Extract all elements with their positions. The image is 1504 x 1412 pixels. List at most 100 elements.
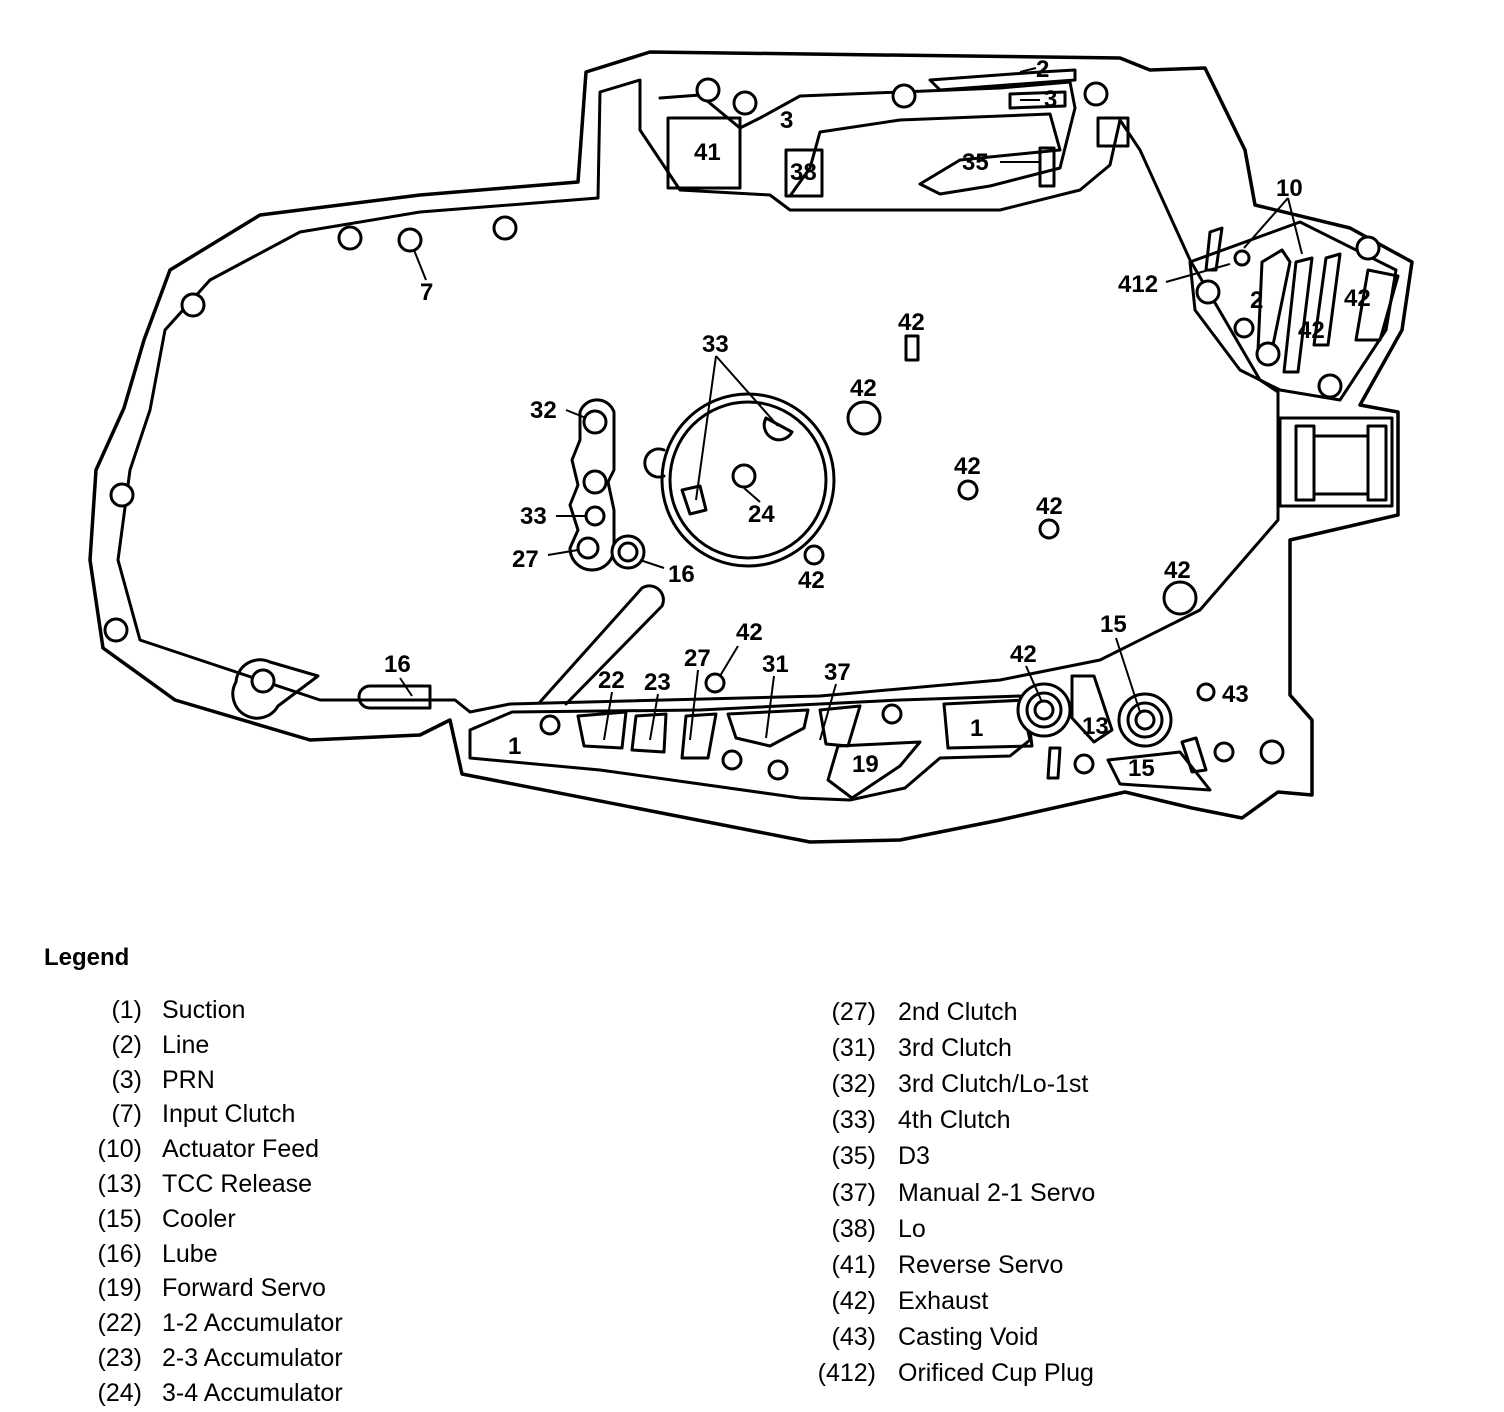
legend-code: (15): [97, 1204, 142, 1233]
legend-code: (32): [831, 1070, 876, 1099]
bolt-hole: [584, 505, 606, 527]
lube-slot: [357, 684, 432, 710]
slot-right-2: [1282, 256, 1314, 374]
slot-right-5: [1204, 226, 1224, 272]
legend-code: (2): [111, 1030, 142, 1059]
passage-13: [1070, 674, 1114, 744]
legend-label: 2nd Clutch: [898, 998, 1018, 1026]
bolt-hole: [617, 541, 639, 563]
slot-right-4: [1354, 268, 1400, 342]
callout-42: 42: [850, 375, 877, 402]
callout-31: 31: [762, 651, 789, 678]
case-outer-outline: [88, 50, 1414, 844]
legend-label: PRN: [162, 1065, 215, 1094]
legend-code: (42): [831, 1286, 876, 1315]
bolt-hole: [1195, 279, 1221, 305]
callout-23: 23: [644, 669, 671, 696]
legend-label: Input Clutch: [162, 1100, 296, 1129]
legend-code: (3): [111, 1065, 142, 1094]
bolt-hole: [582, 409, 608, 435]
callout-33: 33: [702, 331, 729, 358]
case-passage-diagram: 2 3 3 41 38 35 10 412 2 42 42 7 42 33 42…: [88, 50, 1414, 844]
legend-code: (412): [817, 1359, 876, 1387]
passage-33-lower: [680, 484, 708, 516]
bolt-hole: [881, 703, 903, 725]
callout-13: 13: [1082, 713, 1109, 740]
passage-3-top: [1008, 90, 1067, 110]
legend-code: (43): [831, 1322, 876, 1351]
legend-label: 1-2 Accumulator: [162, 1309, 343, 1338]
bolt-hole: [539, 714, 561, 736]
legend-label: Exhaust: [898, 1286, 989, 1315]
callout-15: 15: [1128, 755, 1155, 782]
callout-3: 3: [1044, 86, 1057, 113]
passage-35: [1038, 146, 1056, 188]
callout-412: 412: [1118, 271, 1158, 298]
top-passage-block: [658, 80, 1077, 198]
top-right-square: [1096, 116, 1130, 148]
passage-19: [826, 740, 922, 800]
callout-42: 42: [1344, 285, 1371, 312]
bottom-right-slot: [1180, 736, 1208, 774]
slot-right-1: [1256, 248, 1292, 352]
legend-label: Casting Void: [898, 1322, 1039, 1351]
passage-37: [818, 704, 862, 748]
passage-27: [680, 712, 718, 760]
callout-33: 33: [520, 503, 547, 530]
case-inner-outline: [116, 78, 1280, 714]
exhaust-hole: [1162, 580, 1198, 616]
lower-left-lug: [231, 658, 320, 720]
legend-label: 4th Clutch: [898, 1106, 1011, 1135]
bolt-hole: [1255, 341, 1281, 367]
bolt-hole: [180, 292, 206, 318]
legend-label: D3: [898, 1142, 930, 1171]
passage-1-right: [942, 698, 1034, 750]
legend-code: (24): [97, 1378, 142, 1407]
legend-label: TCC Release: [162, 1170, 313, 1198]
legend-code: (35): [831, 1142, 876, 1171]
legend-code: (33): [831, 1106, 876, 1135]
callout-32: 32: [530, 397, 557, 424]
legend-code: (23): [97, 1344, 142, 1372]
legend-label: Suction: [162, 996, 246, 1024]
bolt-hole: [732, 90, 758, 116]
callout-37: 37: [824, 659, 851, 686]
bolt-hole: [250, 668, 276, 694]
bottom-small-slot: [1046, 746, 1062, 780]
bolt-hole: [576, 536, 600, 560]
legend-label: 2-3 Accumulator: [162, 1344, 343, 1372]
bolt-hole: [891, 83, 917, 109]
bolt-hole: [109, 482, 135, 508]
callout-42: 42: [954, 453, 981, 480]
bolt-hole: [704, 672, 726, 694]
legend-code: (22): [97, 1309, 142, 1338]
callout-27: 27: [684, 645, 711, 672]
bolt-hole: [1213, 741, 1235, 763]
legend-code: (13): [97, 1170, 142, 1198]
legend-label: Line: [162, 1030, 210, 1059]
legend-code: (10): [97, 1135, 142, 1164]
legend-code: (37): [831, 1178, 876, 1207]
legend-code: (41): [831, 1250, 876, 1279]
callout-42: 42: [1010, 641, 1037, 668]
bolt-hole: [1233, 249, 1251, 267]
legend-code: (7): [111, 1100, 142, 1129]
legend-label: Reverse Servo: [898, 1250, 1064, 1279]
legend-label: 3-4 Accumulator: [162, 1378, 343, 1407]
bolt-hole: [492, 215, 518, 241]
port-slot-2: [1366, 424, 1388, 502]
callout-42: 42: [798, 567, 825, 594]
legend-code: (31): [831, 1034, 876, 1063]
passage-31: [726, 708, 810, 748]
legend-label: Manual 2-1 Servo: [898, 1178, 1096, 1207]
bolt-hole: [1355, 235, 1381, 261]
passage-33-upper: [762, 416, 794, 442]
passage-23: [630, 712, 668, 754]
exhaust-hole: [957, 479, 979, 501]
callout-42: 42: [1164, 557, 1191, 584]
bolt-hole: [803, 544, 825, 566]
callout-41: 41: [694, 139, 721, 166]
bolt-hole: [1083, 81, 1109, 107]
legend-title: Legend: [44, 944, 130, 971]
port-slot-1: [1294, 424, 1316, 502]
